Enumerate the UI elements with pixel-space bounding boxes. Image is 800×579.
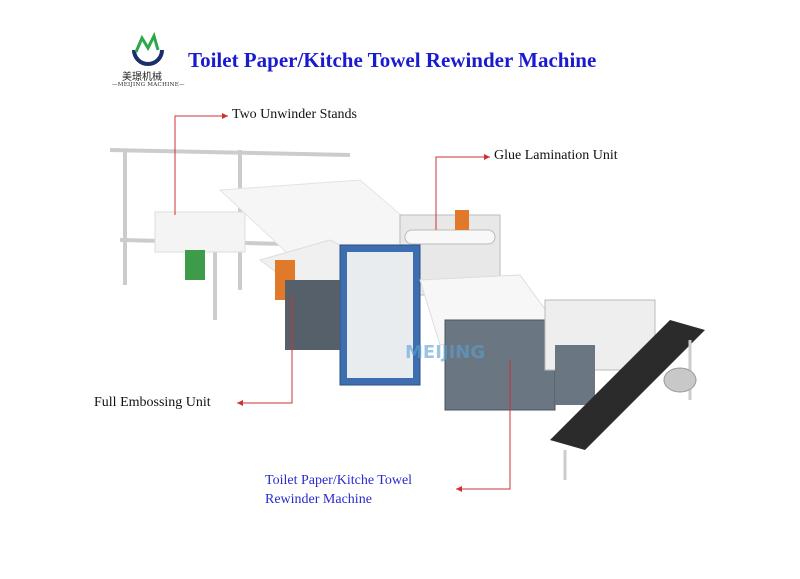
watermark: MEIJING: [405, 342, 486, 363]
label-unwinder: Two Unwinder Stands: [232, 107, 358, 122]
logo-en-text: —MEIJING MACHINE—: [112, 82, 185, 88]
label-rewinder-2: Rewinder Machine: [265, 492, 372, 507]
logo-cn-text: 美璟机械: [122, 72, 162, 83]
logo-icon: [132, 31, 164, 66]
label-rewinder-1: Toilet Paper/Kitche Towel: [265, 473, 413, 488]
label-embossing: Full Embossing Unit: [94, 395, 211, 410]
label-glue: Glue Lamination Unit: [494, 148, 618, 163]
page-title: Toilet Paper/Kitche Towel Rewinder Machi…: [188, 48, 597, 72]
